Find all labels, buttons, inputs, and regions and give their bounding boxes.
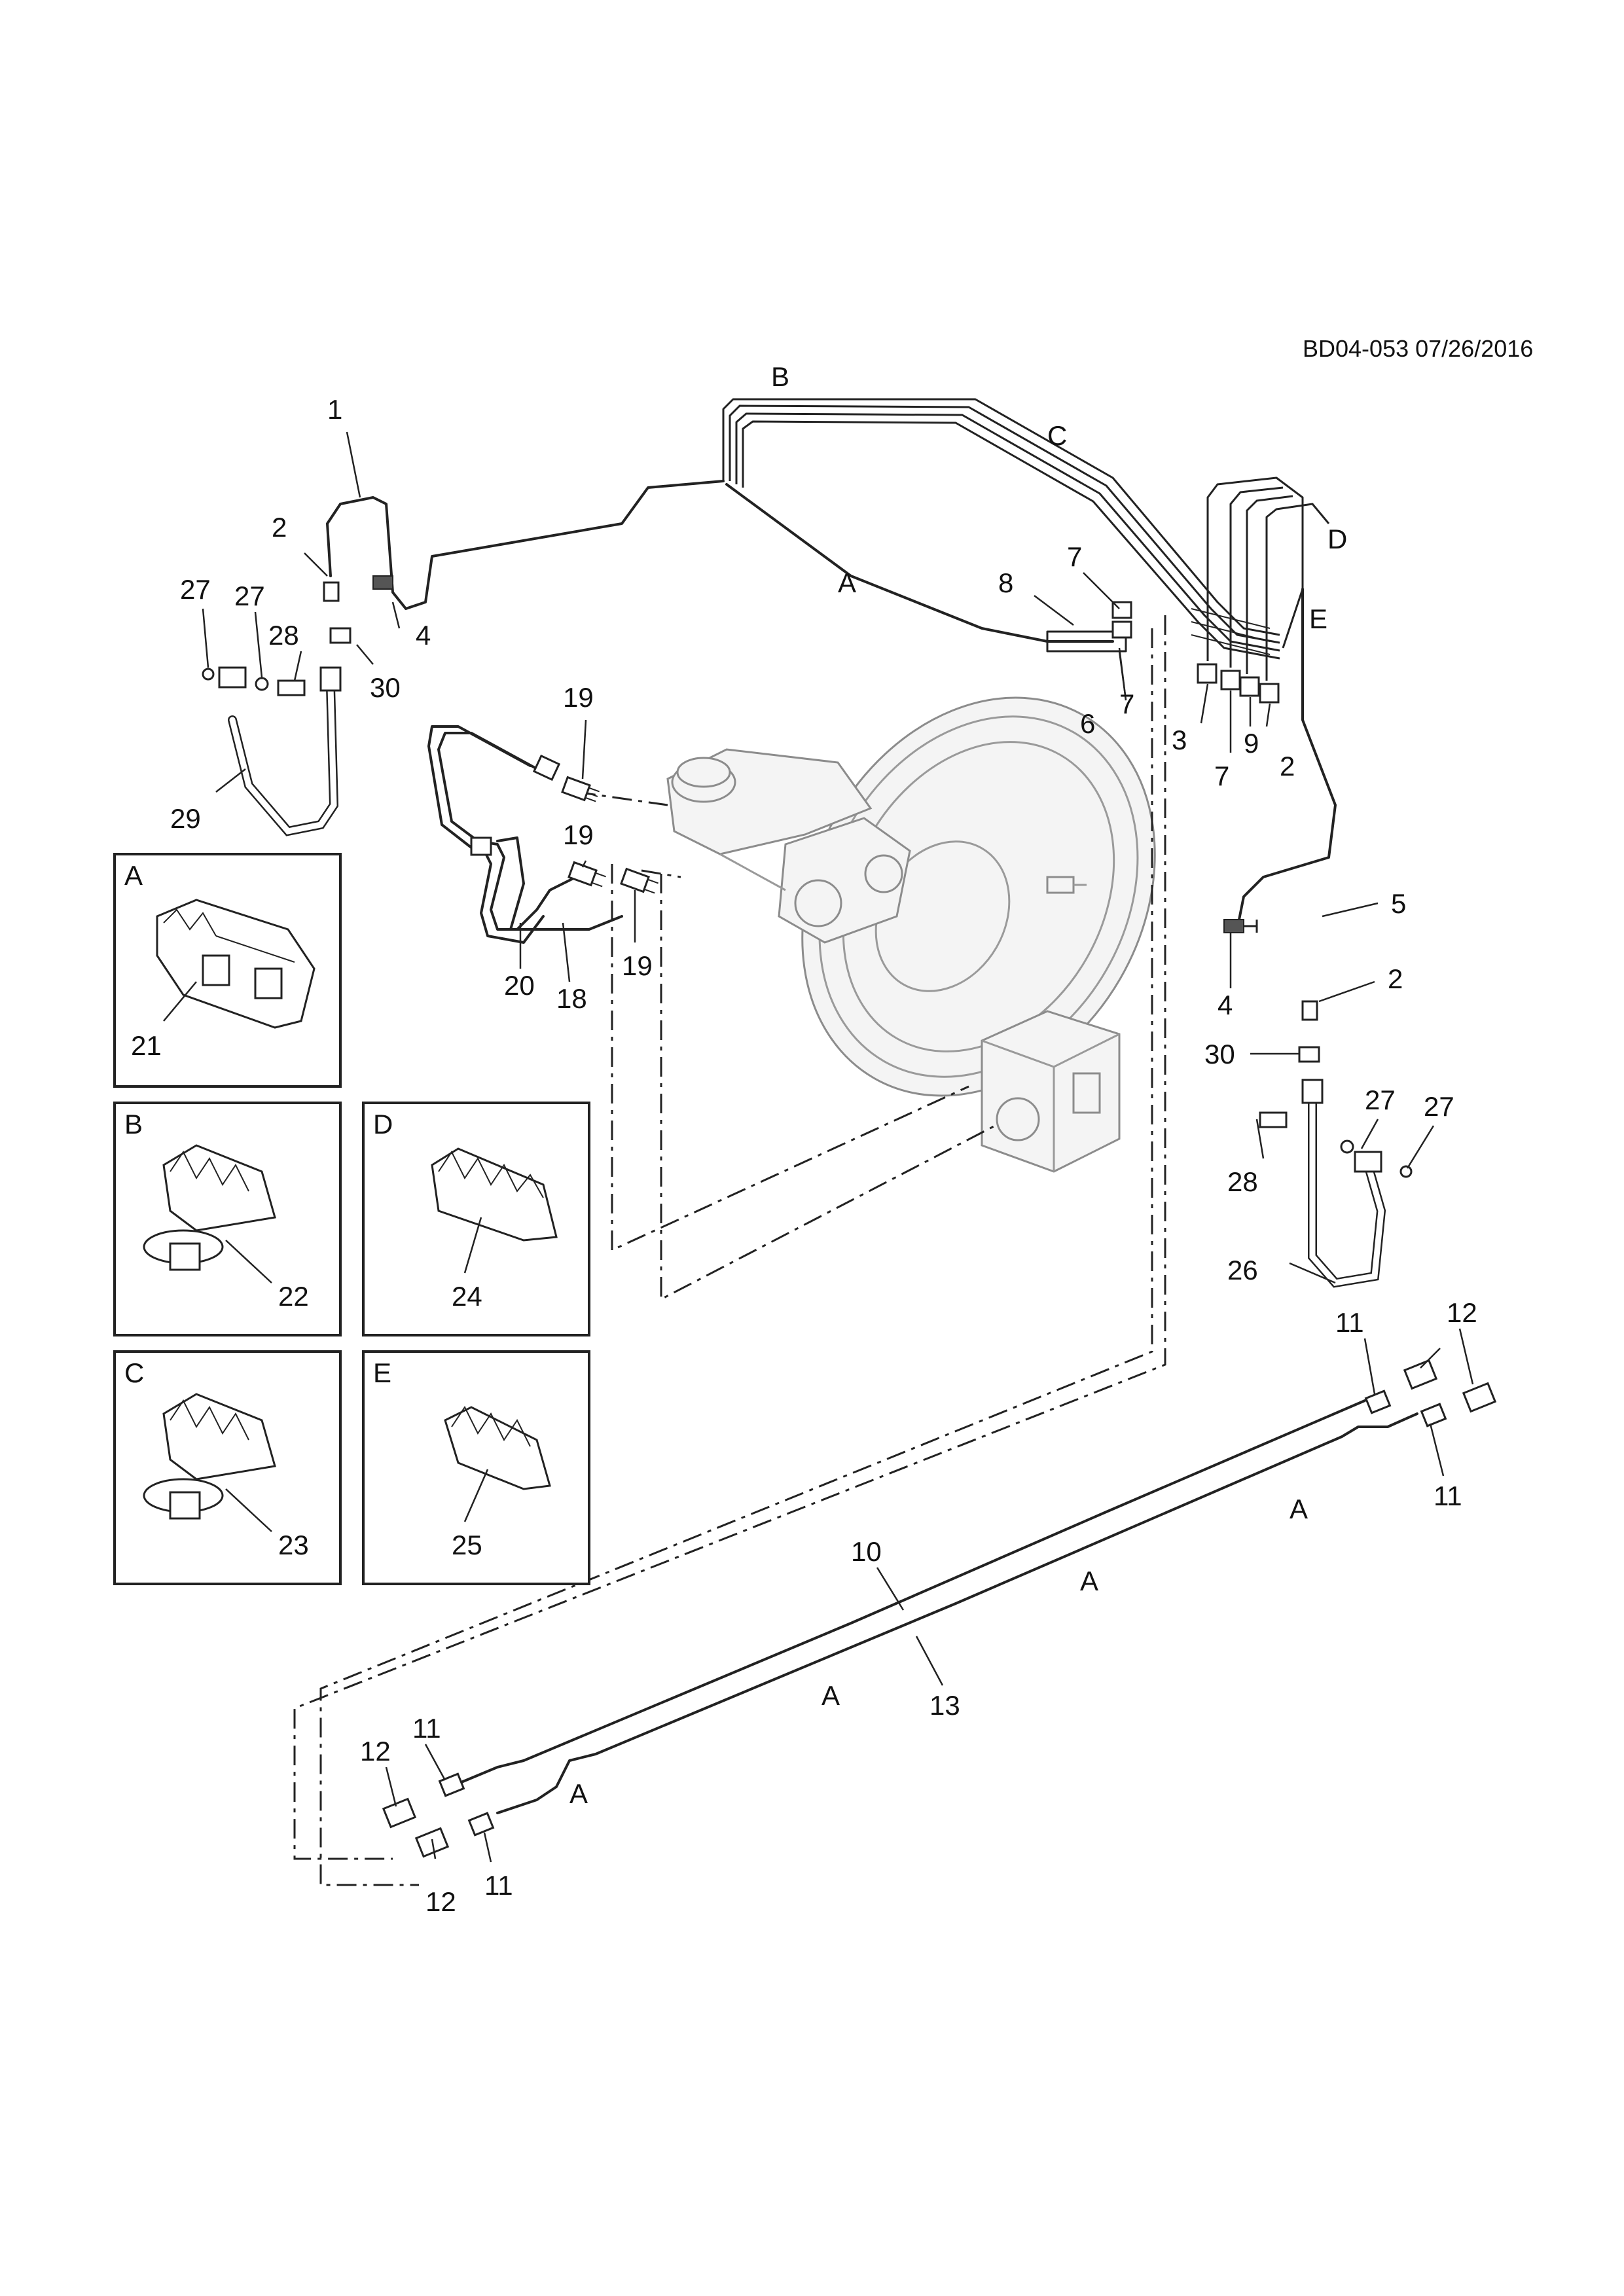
detail-box-b: B 22 xyxy=(113,1102,342,1336)
callout-2: 2 xyxy=(1388,963,1403,994)
callout-30: 30 xyxy=(370,672,401,703)
bundle-ticks xyxy=(1191,608,1271,655)
callout-5: 5 xyxy=(1391,888,1406,919)
pipes-18-20 xyxy=(427,725,623,944)
callout-13: 13 xyxy=(929,1690,960,1721)
callout-27: 27 xyxy=(1424,1091,1454,1122)
callout-9: 9 xyxy=(1244,728,1259,759)
line-labels: B C D E A A A A A xyxy=(569,361,1347,1809)
part-23-label: 23 xyxy=(278,1530,309,1560)
callouts: 1 2 27 27 28 30 4 29 19 19 19 20 18 8 7 … xyxy=(170,394,1477,1917)
callout-2: 2 xyxy=(272,512,287,543)
line-label: A xyxy=(569,1778,588,1809)
callout-27: 27 xyxy=(180,574,211,605)
callout-30: 30 xyxy=(1204,1039,1235,1069)
master-cylinder xyxy=(666,748,911,944)
leader-lines xyxy=(202,431,1474,1863)
fittings-19 xyxy=(561,776,659,894)
long-lines-10-13 xyxy=(457,1399,1418,1814)
rh-hose-26 xyxy=(1223,919,1413,1288)
part-24-label: 24 xyxy=(452,1281,482,1312)
callout-12: 12 xyxy=(360,1736,391,1767)
part-22-label: 22 xyxy=(278,1281,309,1312)
line-label: C xyxy=(1047,420,1067,451)
part-21-label: 21 xyxy=(131,1030,162,1061)
fitting-19 xyxy=(561,776,600,802)
detail-box-d: D 24 xyxy=(362,1102,590,1336)
pipe-bundle xyxy=(326,398,1337,931)
lh-hose-29 xyxy=(202,575,393,836)
callout-12: 12 xyxy=(425,1886,456,1917)
callout-27: 27 xyxy=(234,581,265,611)
detail-letter-b: B xyxy=(124,1109,143,1139)
detail-box-a: A 21 xyxy=(113,853,342,1088)
callout-19: 19 xyxy=(563,819,594,850)
callout-8: 8 xyxy=(998,567,1013,598)
callout-11: 11 xyxy=(1434,1480,1462,1511)
line-label: A xyxy=(821,1680,840,1711)
callout-7: 7 xyxy=(1067,541,1082,572)
callout-7: 7 xyxy=(1214,761,1229,791)
callout-2: 2 xyxy=(1280,751,1295,781)
part-25-label: 25 xyxy=(452,1530,482,1560)
callout-28: 28 xyxy=(1227,1166,1258,1197)
callout-6: 6 xyxy=(1080,708,1095,739)
callout-4: 4 xyxy=(416,620,431,651)
callout-27: 27 xyxy=(1365,1085,1396,1115)
callout-29: 29 xyxy=(170,803,201,834)
callout-4: 4 xyxy=(1218,990,1233,1020)
callout-10: 10 xyxy=(851,1536,882,1567)
line-label: B xyxy=(771,361,789,392)
callout-19: 19 xyxy=(622,950,653,981)
callout-28: 28 xyxy=(268,620,299,651)
callout-1: 1 xyxy=(327,394,342,425)
callout-7: 7 xyxy=(1119,689,1134,719)
detail-box-c: C 23 xyxy=(113,1350,342,1585)
fitting-19 xyxy=(620,867,659,894)
callout-19: 19 xyxy=(563,682,594,713)
callout-11: 11 xyxy=(412,1713,441,1744)
reference-code: BD04-053 07/26/2016 xyxy=(1303,335,1533,362)
line-label: A xyxy=(1080,1566,1098,1596)
detail-letter-c: C xyxy=(124,1357,144,1388)
line-label: D xyxy=(1327,524,1347,554)
detail-box-e: E 25 xyxy=(362,1350,590,1585)
port-fittings xyxy=(1111,601,1280,704)
callout-11: 11 xyxy=(484,1870,513,1901)
callout-3: 3 xyxy=(1172,725,1187,755)
fitting-19 xyxy=(568,861,606,888)
detail-letter-a: A xyxy=(124,860,143,891)
abs-module xyxy=(981,1010,1121,1173)
callout-18: 18 xyxy=(556,983,587,1014)
callout-11: 11 xyxy=(1335,1307,1364,1338)
callout-12: 12 xyxy=(1447,1297,1477,1328)
detail-letter-e: E xyxy=(373,1357,391,1388)
detail-letter-d: D xyxy=(373,1109,393,1139)
callout-20: 20 xyxy=(504,970,535,1001)
line-label: A xyxy=(838,567,856,598)
callout-26: 26 xyxy=(1227,1255,1258,1285)
line-label: E xyxy=(1309,603,1327,634)
line-label: A xyxy=(1290,1494,1308,1524)
